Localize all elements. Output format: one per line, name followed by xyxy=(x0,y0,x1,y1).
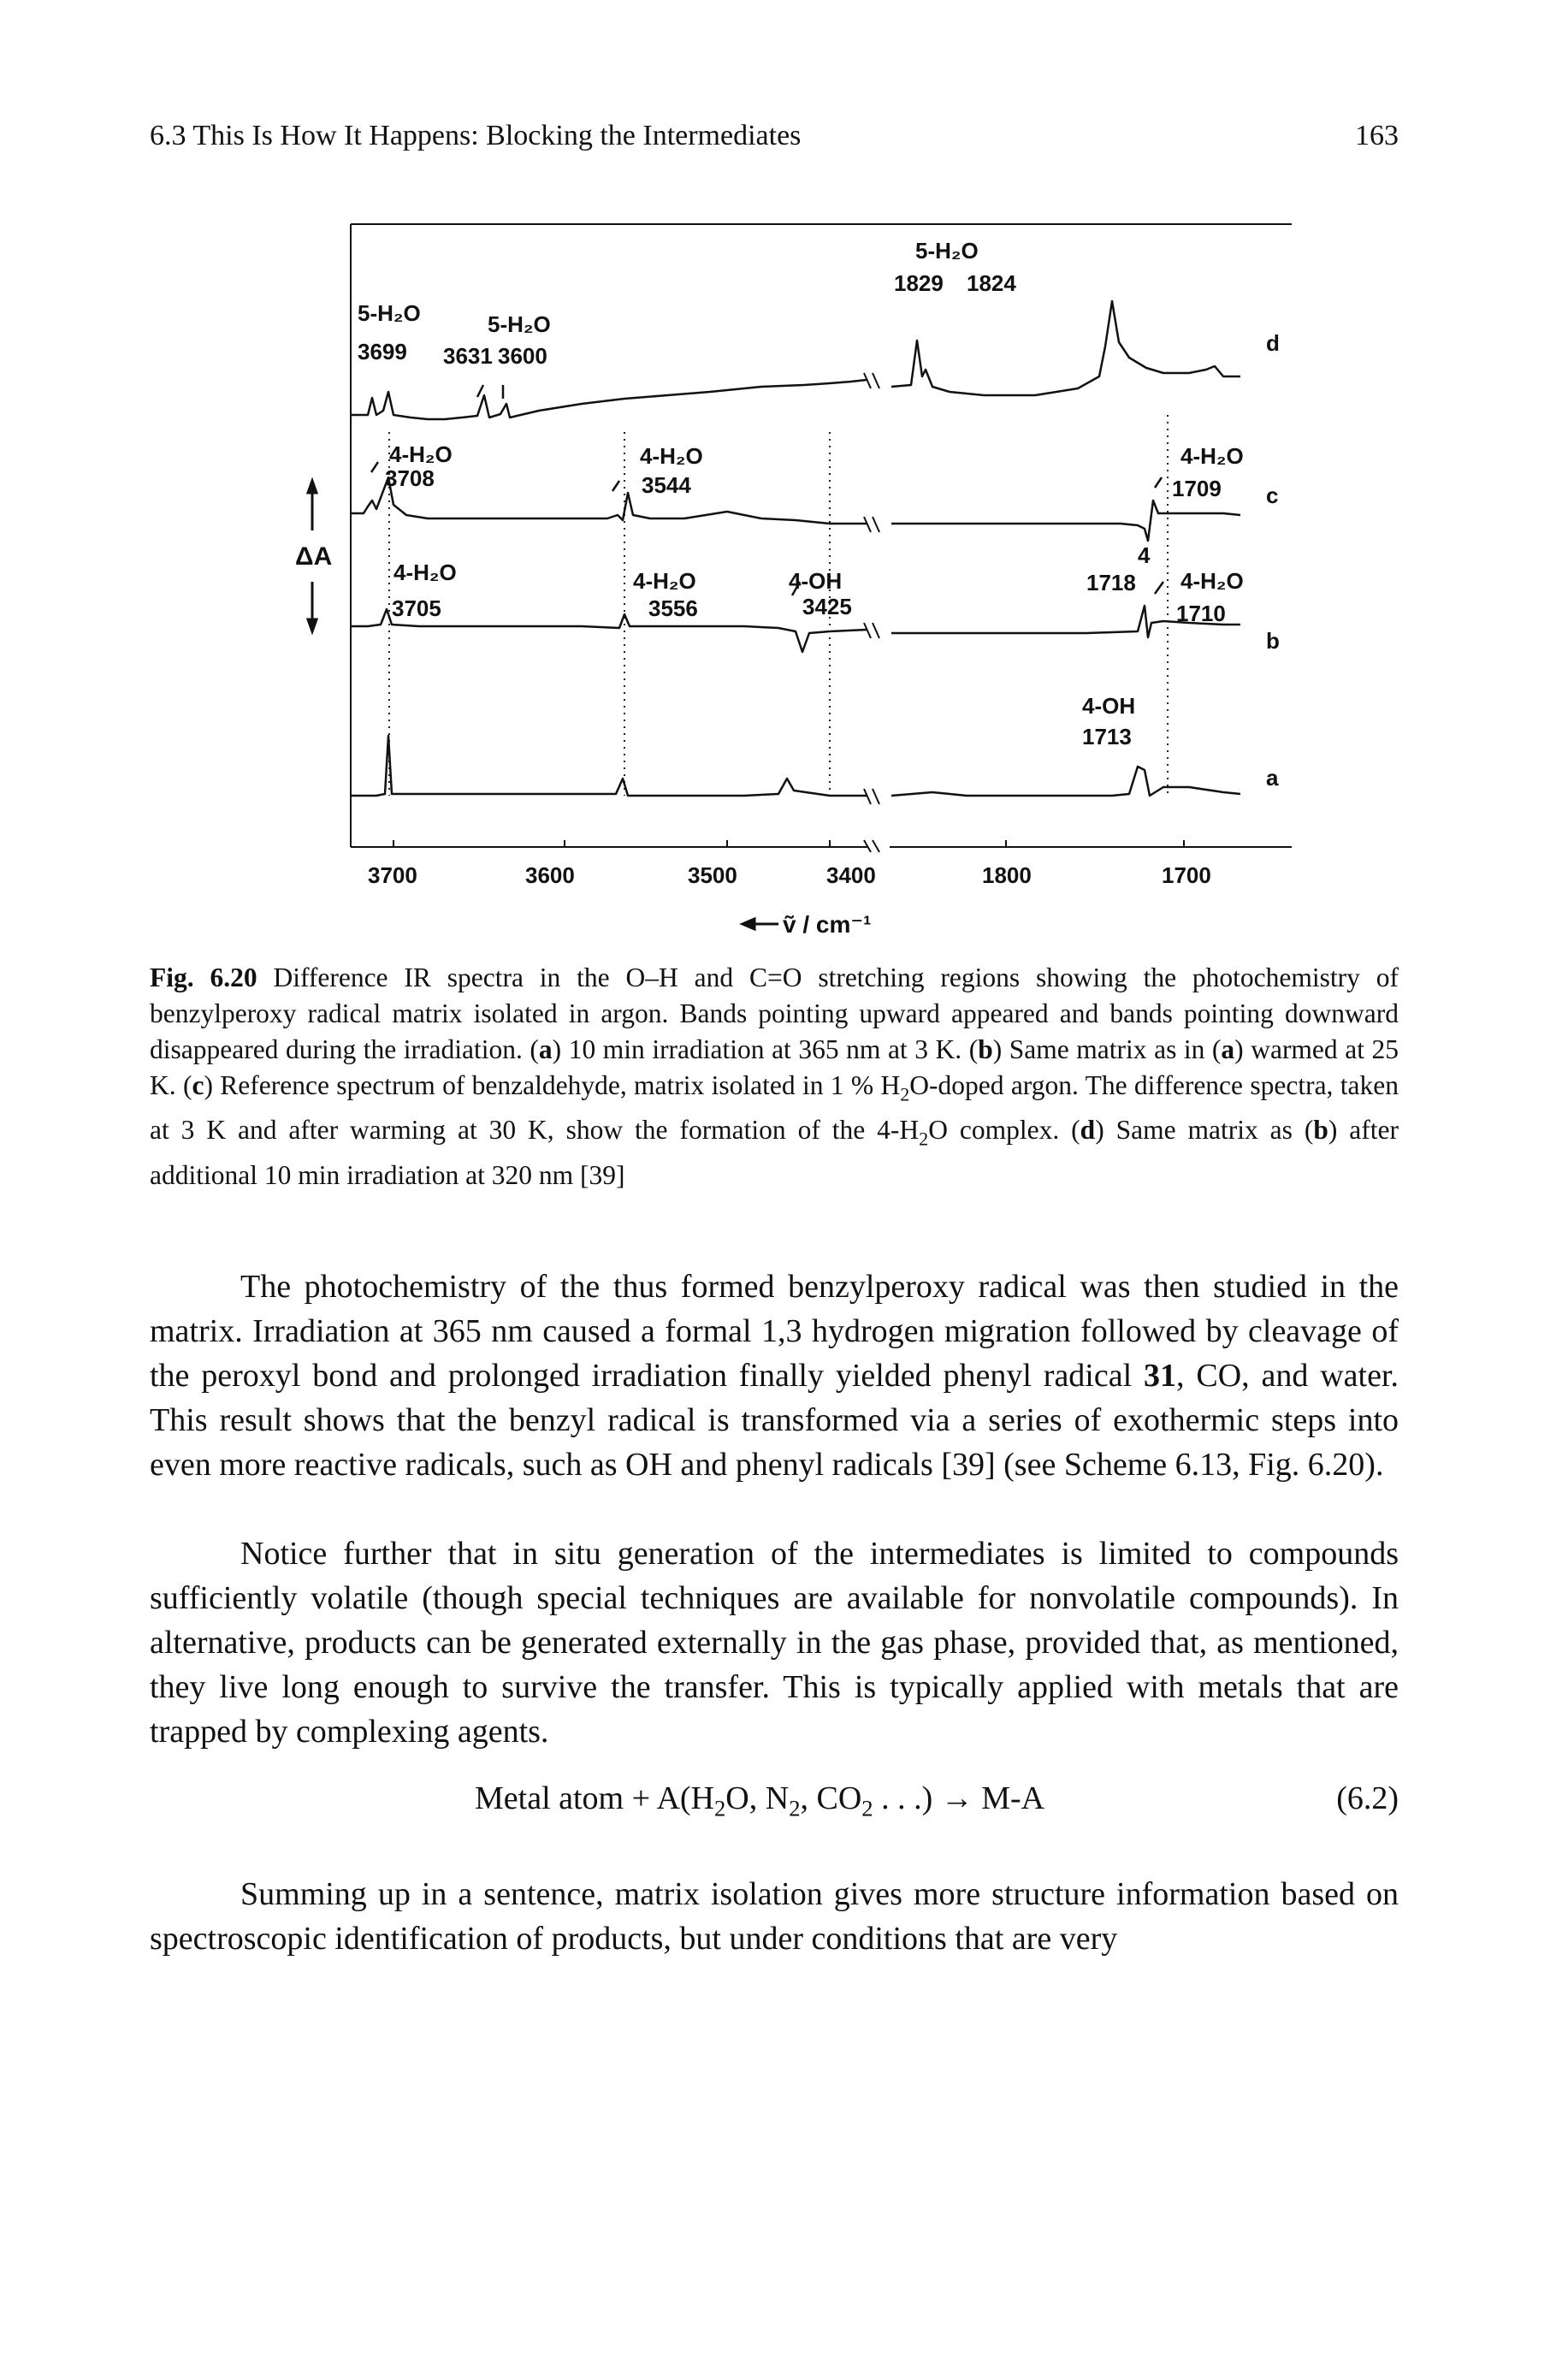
axis-break-mark xyxy=(863,839,880,853)
paragraph-2: Notice further that in situ generation o… xyxy=(150,1536,1399,1750)
caption-text-7: O complex. ( xyxy=(928,1115,1080,1146)
eq-sub-2: 2 xyxy=(789,1795,801,1821)
arrow-3631 xyxy=(476,384,485,398)
annot-c-4h2o-a: 4-H₂O xyxy=(389,441,453,467)
annot-c-4h2o-c: 4-H₂O xyxy=(1180,443,1244,469)
tick-label-1800: 1800 xyxy=(982,862,1032,888)
caption-ref-a2: a xyxy=(1221,1034,1235,1064)
trace-d xyxy=(351,299,1240,421)
trace-a xyxy=(351,734,1241,797)
arrow-3544 xyxy=(611,480,621,492)
annot-d-5h2o-a: 5-H₂O xyxy=(358,300,421,326)
caption-sub-1: 2 xyxy=(900,1083,910,1105)
figure-caption: Fig. 6.20 Difference IR spectra in the O… xyxy=(150,960,1399,1193)
caption-ref-b: b xyxy=(978,1034,993,1064)
annot-a-1713: 1713 xyxy=(1082,724,1132,749)
caption-text-2: ) 10 min irradiation at 365 nm at 3 K. ( xyxy=(552,1034,979,1064)
annot-d-3699: 3699 xyxy=(358,339,407,364)
annot-c-3708: 3708 xyxy=(385,465,435,491)
annot-d-1824: 1824 xyxy=(967,270,1016,296)
annot-d-3631: 3631 xyxy=(443,343,493,369)
y-axis-arrow xyxy=(305,477,319,636)
annot-b-4h2o-b: 4-H₂O xyxy=(633,568,696,594)
equation-body: Metal atom + A(H2O, N2, CO2 . . .) → M-A xyxy=(475,1780,1044,1822)
trace-c xyxy=(351,476,1241,542)
running-header: 6.3 This Is How It Happens: Blocking the… xyxy=(150,120,1399,163)
paragraph-1-compound: 31 xyxy=(1144,1358,1177,1394)
equation-number: (6.2) xyxy=(1336,1780,1399,1816)
trace-label-c: c xyxy=(1266,483,1278,508)
annot-d-5h2o-c: 5-H₂O xyxy=(915,238,979,264)
annot-b-4h2o-c: 4-H₂O xyxy=(1180,568,1244,594)
break-d xyxy=(863,372,880,389)
trace-b xyxy=(351,604,1240,654)
caption-label: Fig. 6.20 xyxy=(150,962,257,992)
arrow-1709 xyxy=(1153,477,1163,489)
caption-text-6: O-doped argon. The difference spectra, t… xyxy=(150,1070,1399,1146)
caption-ref-b2: b xyxy=(1313,1115,1328,1146)
trace-label-a: a xyxy=(1266,765,1279,791)
ir-spectra-figure: ΔA 3700 3600 3500 3400 1800 1700 ṽ / cm⁻… xyxy=(295,223,1292,938)
break-b xyxy=(863,622,880,639)
caption-sub-2: 2 xyxy=(919,1128,929,1150)
arrow-3425 xyxy=(790,581,802,596)
annot-b-3425: 3425 xyxy=(802,594,852,619)
page-number: 163 xyxy=(1355,120,1399,151)
annot-a-4oh: 4-OH xyxy=(1082,693,1135,719)
caption-text-8: ) Same matrix as ( xyxy=(1095,1115,1314,1146)
annot-b-4: 4 xyxy=(1138,542,1151,568)
caption-ref-c: c xyxy=(192,1070,204,1100)
tick-label-3500: 3500 xyxy=(688,862,737,888)
eq-sub-3: 2 xyxy=(861,1795,873,1821)
tick-label-3600: 3600 xyxy=(525,862,575,888)
arrow-3708 xyxy=(370,461,380,473)
annot-c-3544: 3544 xyxy=(642,472,691,498)
caption-text-5: ) Reference spectrum of benzaldehyde, ma… xyxy=(204,1070,901,1100)
annot-d-1829: 1829 xyxy=(894,270,944,296)
annot-b-3556: 3556 xyxy=(648,595,698,621)
eq-mid-2: , CO xyxy=(800,1780,862,1816)
tick-label-3700: 3700 xyxy=(368,862,417,888)
annot-d-3600: 3600 xyxy=(498,343,547,369)
caption-text-4: ) warmed at 25 K. ( xyxy=(150,1034,1399,1100)
x-axis-label: ṽ / cm⁻¹ xyxy=(783,911,871,938)
eq-rhs: . . .) → M-A xyxy=(873,1780,1045,1816)
x-axis-arrow xyxy=(739,916,778,932)
annot-c-1709: 1709 xyxy=(1172,476,1222,501)
annot-b-1718: 1718 xyxy=(1086,570,1136,595)
tick-label-3400: 3400 xyxy=(826,862,876,888)
annot-b-3705: 3705 xyxy=(392,595,441,621)
break-c xyxy=(863,516,880,533)
annot-b-4oh: 4-OH xyxy=(789,568,842,594)
tick-label-1700: 1700 xyxy=(1162,862,1211,888)
eq-mid-1: O, N xyxy=(725,1780,790,1816)
caption-text-9: ) after additional 10 min irradiation at… xyxy=(150,1115,1399,1190)
arrow-1710 xyxy=(1153,581,1165,595)
running-title: 6.3 This Is How It Happens: Blocking the… xyxy=(150,120,802,151)
annot-b-1710: 1710 xyxy=(1176,601,1226,626)
caption-text-1: Difference IR spectra in the O–H and C=O… xyxy=(150,962,1399,1064)
equation-6-2: Metal atom + A(H2O, N2, CO2 . . .) → M-A… xyxy=(150,1780,1399,1827)
paragraph-1: The photochemistry of the thus formed be… xyxy=(150,1264,1399,1487)
annot-b-4h2o-a: 4-H₂O xyxy=(393,560,457,585)
eq-lhs: Metal atom + A(H xyxy=(475,1780,714,1816)
paragraph-3: Summing up in a sentence, matrix isolati… xyxy=(150,1876,1399,1957)
eq-sub-1: 2 xyxy=(714,1795,726,1821)
annot-c-4h2o-b: 4-H₂O xyxy=(640,443,703,469)
trace-label-d: d xyxy=(1266,330,1280,356)
caption-text-3: ) Same matrix as in ( xyxy=(992,1034,1222,1064)
y-axis-label: ΔA xyxy=(295,542,332,571)
break-a xyxy=(863,788,880,805)
paragraph-1-b: , CO, and water. This result shows that … xyxy=(150,1358,1399,1483)
annot-d-5h2o-b: 5-H₂O xyxy=(488,311,551,337)
caption-ref-a: a xyxy=(538,1034,553,1064)
paragraph-1-a: The photochemistry of the thus formed be… xyxy=(150,1269,1399,1394)
trace-label-b: b xyxy=(1266,628,1280,654)
caption-ref-d: d xyxy=(1080,1115,1096,1146)
